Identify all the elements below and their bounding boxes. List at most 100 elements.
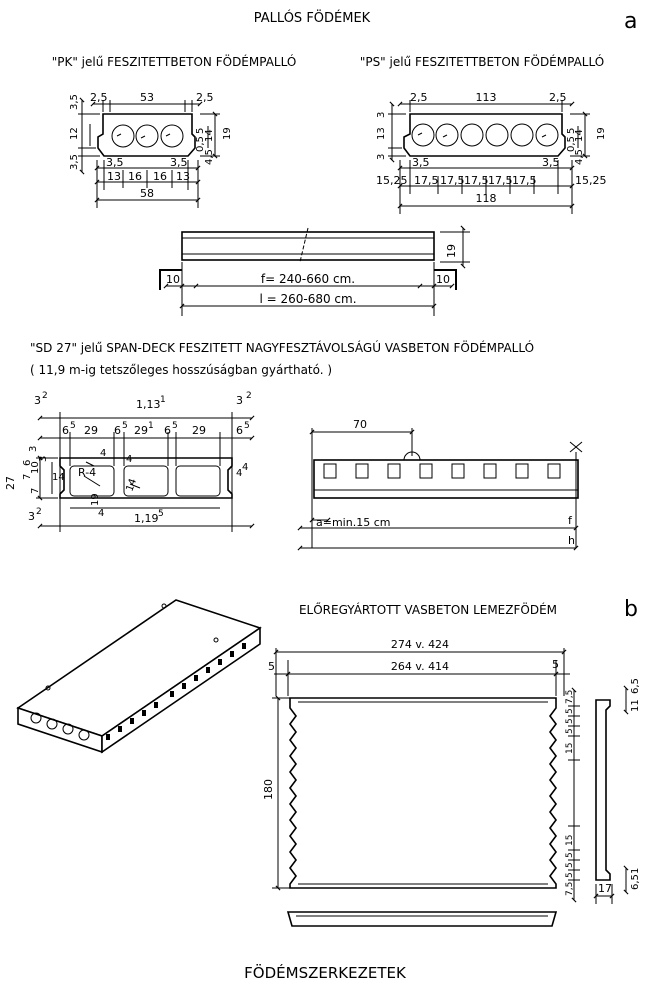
section-dim-17: 17 (598, 882, 612, 895)
elev-length-l: l = 260-680 cm. (259, 292, 356, 306)
elev-dim-left: 10 (166, 273, 180, 286)
sd-dim-radius: R-4 (78, 466, 96, 479)
ps-title: "PS" jelű FESZITETTBETON FÖDÉMPALLÓ (360, 53, 604, 69)
sd-dim-2: 2 (42, 391, 48, 401)
sd-dim-13: 1 (148, 421, 154, 431)
pk-dim-9: 19 (222, 127, 233, 140)
lemez-dim-inner: 264 v. 414 (391, 660, 449, 673)
ps-dim-14: 15,25 (376, 174, 408, 187)
sd-dim-28: 4 (236, 468, 242, 479)
lemez-dim-r8: 5 (565, 862, 575, 868)
pk-dim-14: 13 (107, 170, 121, 183)
sd-dim-34: 3 (28, 510, 35, 523)
sd-dim-10: 6 (114, 424, 121, 437)
sd-dim-9: 29 (84, 424, 98, 437)
lemez-dim-outer: 274 v. 424 (391, 638, 449, 651)
lemez-dim-left-5: 5 (268, 660, 275, 673)
sd-dim-5: 3 (236, 394, 243, 407)
sd-dim-35: 2 (36, 507, 42, 517)
pk-dim-2: 53 (140, 91, 154, 104)
sheet-title: PALLÓS FÖDÉMEK (254, 9, 371, 26)
lemez-dim-right-5: 5 (552, 658, 559, 671)
sd-dim-22: 7 (22, 474, 33, 480)
pk-dim-10: 0,5 (195, 136, 206, 152)
sd-dim-38: 5 (158, 509, 164, 519)
lemez-dim-r10: 7,5 (565, 882, 575, 896)
pk-dim-12: 3,5 (106, 156, 124, 169)
sd-dim-17: 6 (236, 424, 243, 437)
ps-dim-21: 118 (476, 192, 497, 205)
sd-dim-20: 27 (4, 476, 17, 490)
pk-dim-11: 4,5 (204, 149, 215, 165)
ps-dim-17: 17,5 (464, 174, 489, 187)
sd-dim-25: 10 (30, 461, 41, 474)
pk-dim-8: 14 (204, 129, 215, 142)
sd-dim-12: 29 (134, 424, 148, 437)
sd-subtitle: ( 11,9 m-ig tetszőleges hosszúságban gyá… (30, 363, 332, 377)
sd-dim-8: 5 (70, 421, 76, 431)
pk-dim-1: 2,5 (90, 91, 108, 104)
ps-dim-20: 15,25 (575, 174, 607, 187)
ps-dim-9: 19 (596, 127, 607, 140)
ps-dim-7: 5 (566, 128, 577, 134)
sd-elev-dim-h: h (568, 534, 575, 547)
ps-dim-6: 3 (376, 154, 387, 160)
ps-cross-section: 2,5 113 2,5 3 13 3 5 14 19 0,5 4,5 3,5 3… (376, 91, 607, 214)
ps-dim-16: 17,5 (440, 174, 465, 187)
slab-elevation-bottom (286, 911, 558, 927)
sd-dim-23: 6 (22, 460, 33, 466)
lemez-dim-r2: 5 (565, 708, 575, 714)
ps-dim-19: 17,5 (512, 174, 537, 187)
section-dim-1: 1 (630, 868, 641, 874)
pk-dim-18: 58 (140, 187, 154, 200)
lemez-dim-r3: 5 (565, 718, 575, 724)
pk-dim-5: 12 (69, 127, 80, 140)
sd-dim-21: 3 (28, 446, 39, 452)
lemez-dim-r5: 15 (565, 743, 575, 754)
elev-span-f: f= 240-660 cm. (261, 272, 355, 286)
ps-dim-5: 13 (376, 127, 387, 140)
slab-side-section: 6,5 11 6,5 1 17 (593, 678, 641, 904)
pk-dim-7: 5 (195, 128, 206, 134)
pk-dim-13: 3,5 (170, 156, 188, 169)
pk-dim-16: 16 (153, 170, 167, 183)
sd-dim-29: 19 (90, 493, 101, 506)
lemez-title: ELŐREGYÁRTOTT VASBETON LEMEZFÖDÉM (299, 601, 557, 617)
sd-dim-24: 7 (30, 488, 41, 494)
lemez-dim-r1: 7,5 (565, 690, 575, 704)
sd-dim-18: 5 (244, 421, 250, 431)
section-label-a: a (624, 9, 637, 34)
sd-dim-6: 2 (246, 391, 252, 401)
lemez-dim-180: 180 (262, 779, 275, 800)
sd-title: "SD 27" jelű SPAN-DECK FESZITETT NAGYFES… (30, 339, 534, 355)
sd-dim-33: 4 (98, 508, 104, 519)
sd-dim-37: 1,19 (134, 512, 159, 525)
ps-dim-11: 4,5 (574, 149, 585, 165)
ps-dim-18: 17,5 (488, 174, 513, 187)
sd-dim-3: 1,13 (136, 398, 161, 411)
sd-dim-31: 14 (124, 477, 139, 493)
pk-title: "PK" jelű FESZITETTBETON FÖDÉMPALLÓ (52, 53, 297, 69)
ps-dim-2: 113 (476, 91, 497, 104)
sd-dim-36: 4 (242, 462, 248, 473)
ps-dim-12: 3,5 (412, 156, 430, 169)
hollow-core-isometric (16, 599, 262, 754)
sd-dim-4: 1 (160, 395, 166, 405)
slab-plan: 274 v. 424 264 v. 414 5 5 180 7,5 5 5 5 … (262, 638, 580, 903)
ps-dim-10: 0,5 (566, 136, 577, 152)
sd-elev-dim-70: 70 (353, 418, 367, 431)
sd-dim-19: 4 (100, 448, 106, 459)
sd-dim-15: 5 (172, 421, 178, 431)
section-dim-11: 11 (630, 699, 641, 712)
sd-cross-section: 3 2 1,13 1 3 2 6 5 29 6 5 29 1 6 5 29 6 … (4, 391, 255, 532)
sd-dim-14: 6 (164, 424, 171, 437)
sd-dim-1: 3 (34, 394, 41, 407)
elev-dim-right: 10 (436, 273, 450, 286)
pk-dim-4: 3,5 (69, 94, 80, 110)
sd-elev-dim-a: a=min.15 cm (316, 516, 390, 529)
pk-cross-section: 2,5 53 2,5 3,5 12 3,5 5 14 19 0,5 4,5 3,… (69, 91, 233, 208)
ps-dim-15: 17,5 (414, 174, 439, 187)
sd-elev-dim-f: f (568, 514, 573, 527)
section-label-b: b (624, 597, 638, 622)
sd-dim-11: 5 (122, 421, 128, 431)
